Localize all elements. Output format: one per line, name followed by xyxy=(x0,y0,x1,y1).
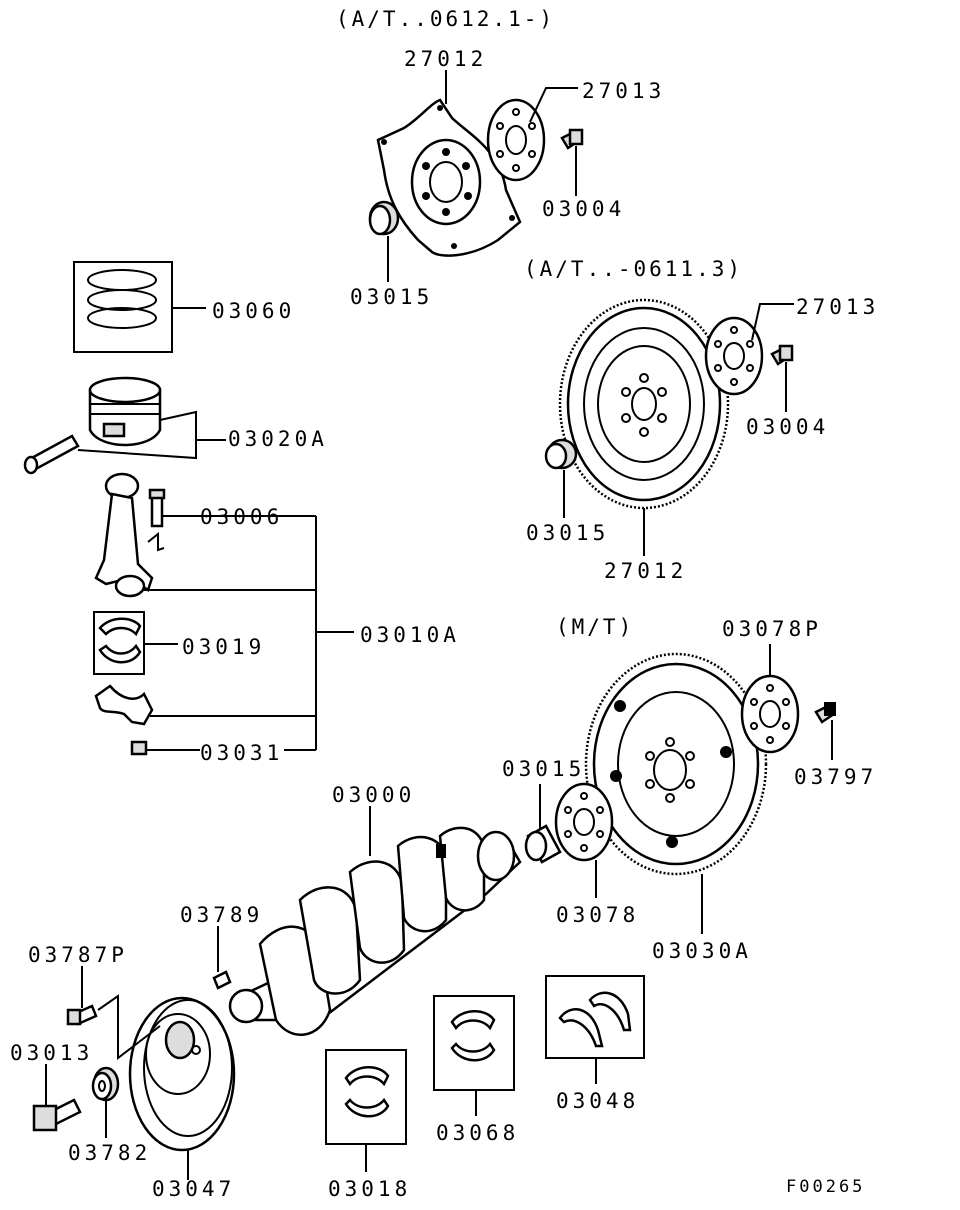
label-03782: 03782 xyxy=(68,1141,151,1165)
label-03030A: 03030A xyxy=(652,939,752,963)
thrust-bearing-illustration xyxy=(450,1010,496,1062)
main-bearing-box xyxy=(325,1049,407,1145)
thrust-bearing-box xyxy=(433,995,515,1091)
woodruff-key-illustration xyxy=(212,970,232,990)
bolt-mid-illustration xyxy=(770,344,794,366)
label-27012-mid: 27012 xyxy=(604,559,687,583)
header-at-after: (A/T..0612.1-) xyxy=(336,7,555,31)
adapter-plate-low-illustration xyxy=(554,782,614,862)
label-03068: 03068 xyxy=(436,1121,519,1145)
label-27012-top: 27012 xyxy=(404,47,487,71)
label-03797: 03797 xyxy=(794,765,877,789)
label-03020A: 03020A xyxy=(228,427,328,451)
header-mt: (M/T) xyxy=(556,615,634,639)
label-03789: 03789 xyxy=(180,903,263,927)
main-bearing-illustration xyxy=(344,1066,390,1118)
bolt-top-illustration xyxy=(560,128,584,150)
label-03015-low: 03015 xyxy=(502,757,585,781)
piston-rings-box xyxy=(73,261,173,353)
connecting-rod-illustration xyxy=(94,472,154,598)
drive-plate-top-illustration xyxy=(376,98,522,257)
label-03048: 03048 xyxy=(556,1089,639,1113)
crankshaft-illustration xyxy=(228,826,522,1036)
label-03018: 03018 xyxy=(328,1177,411,1201)
header-at-before: (A/T..-0611.3) xyxy=(524,257,743,281)
label-03006: 03006 xyxy=(200,505,283,529)
con-rod-bolt-illustration xyxy=(148,488,166,528)
rod-cap-illustration xyxy=(94,684,154,726)
label-03060: 03060 xyxy=(212,299,295,323)
flywheel-mt-illustration xyxy=(584,652,768,876)
rod-nut-illustration xyxy=(130,740,148,756)
label-03787P: 03787P xyxy=(28,943,128,967)
adapter-plate-mid-illustration xyxy=(704,316,764,396)
label-03047: 03047 xyxy=(152,1177,235,1201)
label-27013-mid: 27013 xyxy=(796,295,879,319)
flywheel-at-illustration xyxy=(558,298,730,510)
label-03013: 03013 xyxy=(10,1041,93,1065)
label-27013-top: 27013 xyxy=(582,79,665,103)
label-03078P: 03078P xyxy=(722,617,822,641)
label-03004-mid: 03004 xyxy=(746,415,829,439)
bushing-top-illustration xyxy=(368,200,400,236)
label-03004-top: 03004 xyxy=(542,197,625,221)
label-03031: 03031 xyxy=(200,741,283,765)
label-03015-top: 03015 xyxy=(350,285,433,309)
thrust-washer-illustration xyxy=(558,991,632,1048)
bolt-mt-illustration xyxy=(814,702,836,724)
bushing-low-illustration xyxy=(524,824,562,864)
bushing-mid-illustration xyxy=(544,438,578,470)
piston-rings-illustration xyxy=(87,269,157,329)
pulley-bolt-illustration xyxy=(66,1004,98,1026)
crank-bolt-illustration xyxy=(32,1098,82,1132)
crank-pulley-illustration xyxy=(128,996,236,1152)
piston-pin-illustration xyxy=(23,434,80,475)
label-03010A: 03010A xyxy=(360,623,460,647)
label-03078: 03078 xyxy=(556,903,639,927)
label-03000: 03000 xyxy=(332,783,415,807)
label-03015-mid: 03015 xyxy=(526,521,609,545)
rod-bearing-illustration xyxy=(98,617,142,664)
adapter-plate-mt-illustration xyxy=(740,674,800,754)
label-03019: 03019 xyxy=(182,635,265,659)
washer-illustration xyxy=(91,1066,120,1102)
piston-illustration xyxy=(88,376,162,447)
figure-code: F00265 xyxy=(786,1177,865,1197)
